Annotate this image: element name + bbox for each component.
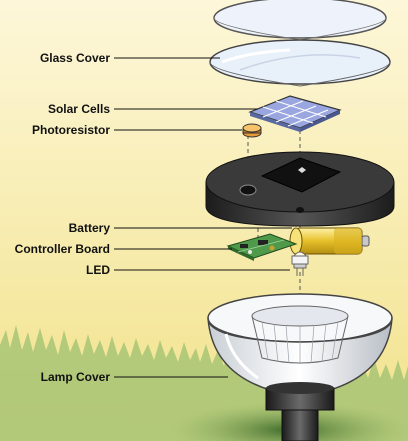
lamp-base-stake bbox=[265, 382, 335, 441]
solar-cells-panel bbox=[248, 95, 342, 132]
label-glass-cover: Glass Cover bbox=[39, 51, 110, 65]
glass-cover bbox=[209, 39, 391, 87]
label-battery: Battery bbox=[68, 221, 110, 235]
label-controller-board: Controller Board bbox=[14, 242, 110, 256]
label-photoresistor: Photoresistor bbox=[31, 123, 110, 137]
controller-board-component bbox=[226, 233, 298, 261]
label-lamp-cover: Lamp Cover bbox=[40, 370, 110, 384]
led-component bbox=[291, 251, 309, 276]
battery-component bbox=[289, 227, 370, 255]
photoresistor-component bbox=[242, 123, 262, 138]
label-solar-cells: Solar Cells bbox=[47, 102, 110, 116]
label-led: LED bbox=[86, 263, 110, 277]
lamp-cover bbox=[207, 293, 393, 391]
label-leader-lines bbox=[114, 57, 292, 378]
lamp-housing bbox=[205, 151, 395, 227]
